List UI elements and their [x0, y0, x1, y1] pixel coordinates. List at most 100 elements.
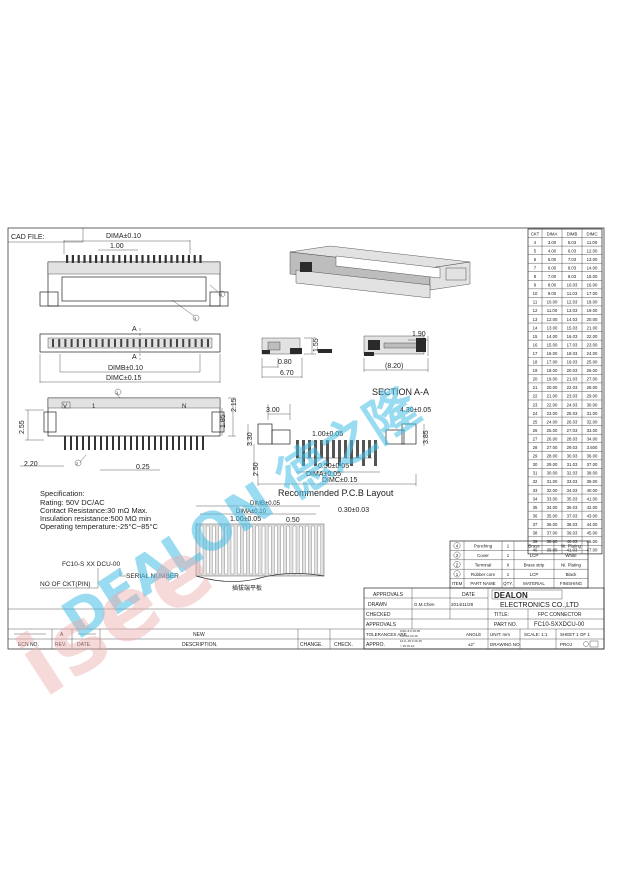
- side-080: 0.80: [278, 359, 292, 366]
- pin-shape: [200, 339, 203, 347]
- dim-table-cell: 18: [533, 360, 538, 365]
- dim-table-cell: 6: [534, 257, 537, 262]
- pin-shape: [190, 436, 192, 450]
- dim-table-cell: 9: [534, 283, 537, 288]
- pin-shape: [118, 255, 121, 263]
- rev-header: CHANGE.: [300, 642, 323, 648]
- dim-table-cell: 47.00: [587, 548, 598, 553]
- pin-shape: [176, 255, 179, 263]
- tb-scale: SCALE: 1:1: [524, 632, 548, 637]
- tb-drawn-date: 2014/11/28: [451, 602, 474, 607]
- dim-table-cell: 28.03: [567, 436, 578, 441]
- pcb-430: 4.30±0.05: [400, 407, 431, 414]
- pin-shape: [199, 255, 202, 263]
- dim-table-cell: 46.00: [587, 539, 598, 544]
- finger-shape: [243, 525, 247, 575]
- pcb-dimc: DIMC±0.15: [322, 477, 357, 484]
- sec-820: (8.20): [385, 363, 403, 370]
- pad-shape: [362, 440, 365, 466]
- pitch-label: 1.00: [110, 243, 124, 250]
- dim-table-cell: 3.500: [587, 445, 598, 450]
- pad-shape: [350, 440, 353, 466]
- finger-shape: [268, 525, 272, 575]
- dim-255: 2.55: [19, 420, 26, 434]
- dim-table-cell: 37.03: [567, 513, 578, 518]
- bom-cell: 4: [456, 544, 459, 549]
- bom-cell: 1: [456, 572, 459, 577]
- pin-shape: [120, 339, 123, 347]
- projection-symbol: [583, 641, 589, 647]
- dim-table-cell: 31: [533, 471, 538, 476]
- dim-table-cell: 15: [533, 334, 538, 339]
- bom-cell: X: [507, 562, 510, 567]
- pin-shape: [172, 436, 174, 450]
- dim-table-cell: 37: [533, 522, 538, 527]
- pin-shape: [176, 339, 178, 347]
- pin-shape: [82, 436, 84, 450]
- pin-shape: [148, 436, 150, 450]
- dim-table-cell: 10.00: [547, 300, 558, 305]
- tb-part-value: FC10-SXXDCU-00: [534, 622, 585, 628]
- callout-1: 1: [116, 390, 119, 395]
- pin-shape: [153, 255, 156, 263]
- pin-shape: [170, 255, 173, 263]
- pin-shape: [66, 255, 69, 263]
- dim-table-cell: 40.00: [587, 488, 598, 493]
- bom-header: FINISHING: [560, 581, 583, 586]
- dim-table-cell: 17.00: [547, 360, 558, 365]
- dim-table-cell: 38.00: [547, 539, 558, 544]
- dimc-front-label: DIMC±0.15: [106, 375, 141, 382]
- dim-table-cell: 17: [533, 351, 538, 356]
- fpc-view: DIMB±0.05 DIMA±0.10 1.00±0.05 0.50 0.30±…: [195, 501, 369, 592]
- dim-table-cell: 30.03: [567, 454, 578, 459]
- dim-table-cell: 33.00: [587, 428, 598, 433]
- pad-shape: [320, 440, 323, 458]
- pin-shape: [52, 339, 54, 347]
- dim-table-cell: 13.00: [587, 257, 598, 262]
- dim-table-cell: 34.00: [547, 505, 558, 510]
- pin-shape: [142, 436, 144, 450]
- dimb-front-label: DIMB±0.10: [108, 365, 143, 372]
- callout-4: 4: [220, 292, 223, 297]
- tb-drawing-no: DRAWING NO.: [490, 642, 521, 647]
- dim-table-cell: 28.00: [547, 454, 558, 459]
- dim-table-cell: 11.00: [547, 308, 558, 313]
- dim-table-cell: 14.03: [567, 317, 578, 322]
- tb-title-label: TITLE:: [494, 612, 509, 618]
- tb-tol-row: 0.00~5.0 ±0.05: [400, 629, 420, 633]
- dim-table-cell: 15.00: [587, 274, 598, 279]
- callout-2: 2: [76, 461, 79, 466]
- pin-shape: [106, 436, 108, 450]
- dim-table-cell: 11.00: [587, 240, 598, 245]
- dim-table-cell: 9.03: [568, 274, 577, 279]
- rev-header: CHECK.: [334, 642, 353, 648]
- finger-shape: [299, 525, 303, 575]
- pad-shape: [356, 440, 359, 458]
- pin-shape: [112, 255, 115, 263]
- dim-table-cell: 35.03: [567, 496, 578, 501]
- rev-header: DESCRIPTION.: [182, 642, 218, 648]
- dim-table-cell: 5.00: [548, 257, 557, 262]
- tb-proj: PROJ: [560, 642, 572, 647]
- dim-table-cell: 20.00: [547, 385, 558, 390]
- fpc-dimb: DIMB±0.05: [250, 501, 281, 507]
- dim-table-cell: 16.00: [547, 351, 558, 356]
- tb-checked: CHECKED: [366, 612, 391, 618]
- dim-table-cell: 7: [534, 265, 537, 270]
- dim-table-cell: 23.00: [547, 411, 558, 416]
- bom-cell: 3: [456, 553, 459, 558]
- dim-table-cell: 30.00: [587, 402, 598, 407]
- pad-shape: [302, 440, 305, 466]
- dim-table-cell: 27.00: [547, 445, 558, 450]
- dim-table-cell: 4: [534, 240, 537, 245]
- finger-shape: [274, 525, 278, 575]
- dim-table-cell: 15.03: [567, 325, 578, 330]
- dim-table-cell: 34: [533, 496, 538, 501]
- tb-date: DATE: [462, 592, 476, 598]
- bom-cell: Punching: [474, 544, 493, 549]
- pin-shape: [157, 339, 160, 347]
- dim-table-cell: 28.00: [587, 385, 598, 390]
- dim-table-cell: 16.00: [587, 283, 598, 288]
- finger-shape: [218, 525, 222, 575]
- dim-table-cell: 44.00: [587, 522, 598, 527]
